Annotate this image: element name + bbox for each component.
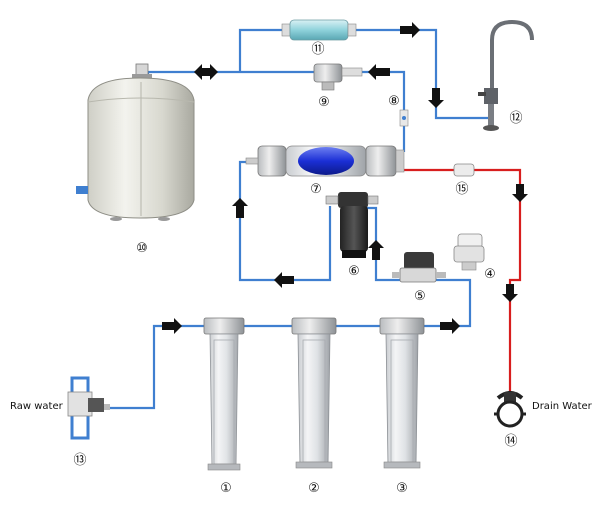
arrow-to-membrane-left [274,272,294,288]
drain-water-label: Drain Water [532,401,593,412]
arrow-to-membrane-up [232,198,248,218]
arrow-postfilter-out [400,22,420,38]
arrow-to-faucet-down [428,88,444,108]
component-number-15: ⑮ [455,182,468,197]
arrow-raw-in [162,318,182,334]
component-number-9: ⑨ [318,95,330,110]
component-number-2: ② [308,481,320,496]
ro-membrane [245,145,405,177]
check-valve [399,109,409,127]
arrow-to-tank-double [194,64,218,80]
flow-arrows [162,22,528,334]
filter-housing-stage2 [291,317,337,469]
pipe-flowrestrictor-to-drain [474,168,522,392]
faucet [478,19,534,131]
pipe-stage3-to-valve4 [424,278,472,328]
component-number-6: ⑥ [348,264,360,279]
post-carbon-filter [281,19,357,41]
raw-water-inlet-valve [67,376,110,440]
component-number-4: ④ [484,267,496,282]
arrow-to-valve9-left [368,64,390,80]
pipe-membrane-to-checkvalve8 [362,70,406,152]
component-number-5: ⑤ [414,289,426,304]
auto-shutoff-valve [313,63,363,91]
pipe-valve9-to-tank [146,70,314,74]
component-number-14: ⑭ [504,434,517,449]
booster-pump [325,192,379,258]
flow-restrictor [453,163,475,177]
solenoid-valve [392,252,446,283]
pipe-tank-to-postfilter11 [238,28,282,72]
component-number-10: ⑩ [136,241,148,256]
low-pressure-switch [453,233,485,271]
component-number-3: ③ [396,481,408,496]
component-number-12: ⑫ [509,111,522,126]
component-number-1: ① [220,481,232,496]
storage-tank [76,63,195,221]
filter-housing-stage1 [203,317,245,471]
component-number-11: ⑪ [311,42,324,57]
component-number-7: ⑦ [310,182,322,197]
arrow-drain-down-1 [512,184,528,202]
drain-water-pipe [404,168,522,392]
drain-saddle [494,391,526,428]
component-number-8: ⑧ [388,94,400,109]
component-number-13: ⑬ [73,453,86,468]
arrow-to-pump-up [368,240,384,260]
pipe-pump6-to-membrane7 [238,160,332,282]
arrow-stage3-out [440,318,460,334]
filter-housing-stage3 [379,317,425,469]
arrow-drain-down-2 [502,284,518,302]
pipe-raw-to-stage1 [108,324,204,410]
raw-water-label: Raw water [10,401,64,412]
